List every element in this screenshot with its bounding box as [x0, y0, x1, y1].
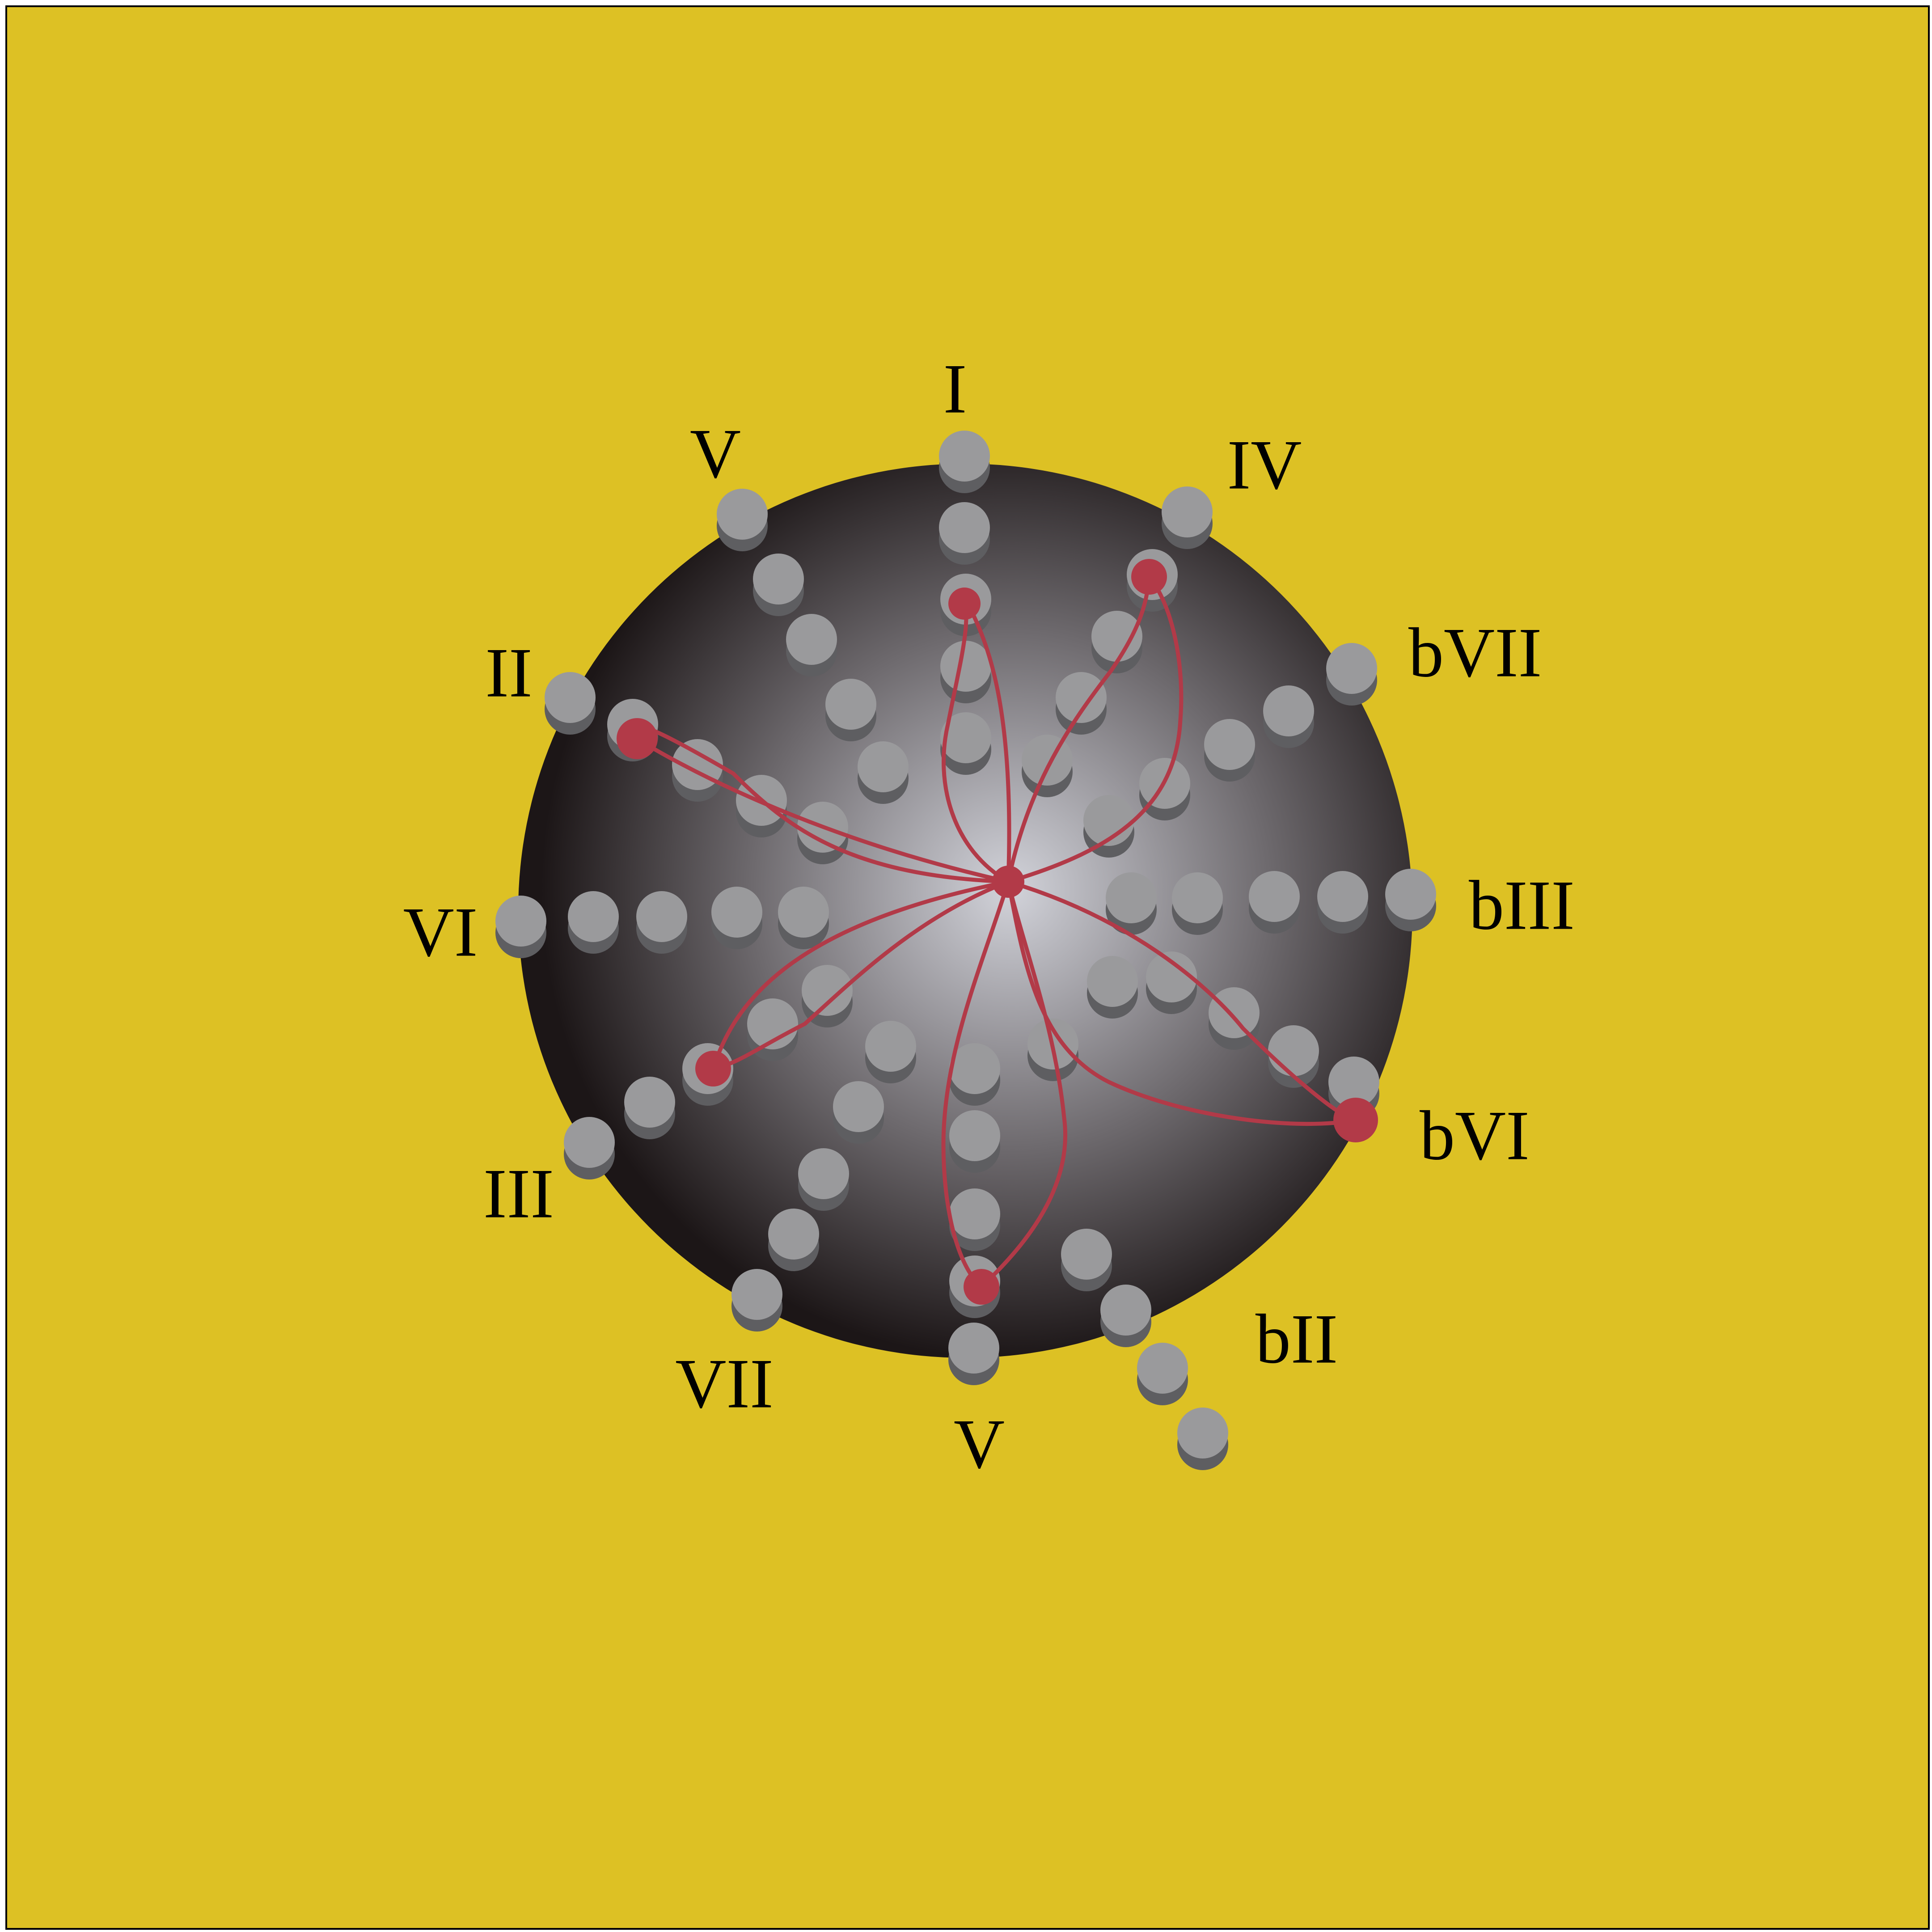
- peg: [865, 1021, 916, 1083]
- peg: [1162, 486, 1213, 549]
- spoke-labels: I IV bVII bIII bVI bII V VII III VI II V: [403, 350, 1575, 1484]
- peg: [1137, 1343, 1188, 1405]
- peg: [1056, 672, 1107, 735]
- peg: [949, 1043, 1000, 1106]
- route-endpoint: [695, 1051, 731, 1086]
- spoke-label-i: I: [943, 350, 967, 428]
- peg: [717, 489, 768, 551]
- spoke-label-v-bottom: V: [954, 1405, 1005, 1484]
- peg: [1139, 758, 1190, 820]
- spoke-label-v-top: V: [690, 415, 741, 493]
- peg: [1209, 987, 1260, 1050]
- peg: [939, 502, 990, 565]
- route-nodes: [617, 559, 1378, 1305]
- route-loop: [710, 879, 1009, 1071]
- peg: [1317, 871, 1368, 934]
- peg: [949, 1110, 1000, 1173]
- peg: [495, 896, 546, 958]
- peg: [949, 1188, 1000, 1251]
- peg: [1172, 872, 1223, 935]
- route-hub: [992, 866, 1024, 898]
- peg: [1263, 685, 1314, 748]
- peg: [636, 891, 687, 954]
- peg: [778, 887, 829, 949]
- spoke-label-iii: III: [483, 1155, 554, 1233]
- peg: [1146, 951, 1197, 1014]
- peg: [948, 1323, 999, 1385]
- spoke-label-bvii: bVII: [1408, 614, 1542, 692]
- peg: [1100, 1285, 1151, 1347]
- spoke-label-vii: VII: [675, 1345, 773, 1423]
- peg: [1087, 956, 1138, 1019]
- wheel-sphere: [518, 464, 1412, 1358]
- spoke-label-iv: IV: [1227, 426, 1302, 504]
- route-endpoint: [964, 1269, 999, 1305]
- peg: [858, 741, 909, 804]
- spoke-label-bvi: bVI: [1420, 1097, 1530, 1175]
- peg: [1249, 871, 1300, 934]
- peg: [798, 1148, 849, 1211]
- peg: [624, 1077, 675, 1139]
- spoke-label-bii: bII: [1256, 1300, 1338, 1378]
- peg: [768, 1209, 819, 1271]
- spoke-label-vi: VI: [403, 893, 478, 972]
- spoke-label-ii: II: [485, 634, 532, 712]
- peg: [1385, 869, 1436, 931]
- peg: [568, 891, 619, 954]
- peg: [1326, 643, 1377, 706]
- route-endpoint: [948, 588, 981, 620]
- route-endpoint: [1333, 1098, 1378, 1142]
- peg: [786, 614, 837, 676]
- peg: [545, 672, 596, 735]
- route-endpoint: [1131, 559, 1167, 595]
- peg: [939, 431, 990, 493]
- peg: [1091, 611, 1142, 673]
- peg: [1061, 1229, 1112, 1291]
- peg: [940, 712, 991, 775]
- peg: [1106, 872, 1157, 935]
- peg: [825, 679, 876, 741]
- route-loop: [942, 596, 1011, 885]
- spoke-label-biii: bIII: [1469, 867, 1575, 945]
- peg: [711, 887, 762, 949]
- route-endpoint: [617, 718, 658, 759]
- peg: [833, 1081, 884, 1144]
- peg: [753, 554, 804, 616]
- peg: [564, 1117, 615, 1179]
- peg: [1204, 719, 1255, 782]
- peg: [940, 641, 991, 703]
- peg: [731, 1269, 782, 1332]
- peg: [1177, 1408, 1228, 1470]
